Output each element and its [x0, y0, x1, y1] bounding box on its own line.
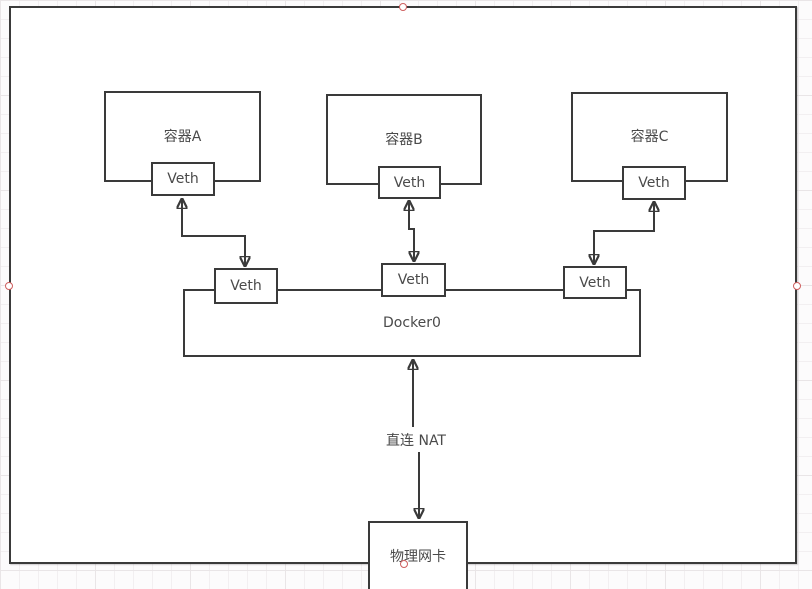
node-veth-c-label: Veth — [638, 175, 670, 191]
edge-nat-label: 直连 NAT — [384, 430, 448, 450]
node-bridge-veth-left[interactable]: Veth — [214, 268, 278, 304]
edge-veth-a-to-bridge[interactable] — [182, 199, 245, 266]
node-bridge-veth-right[interactable]: Veth — [563, 266, 627, 299]
node-veth-b-label: Veth — [393, 174, 426, 191]
selection-handle-right[interactable] — [793, 282, 801, 290]
edge-veth-c-to-bridge[interactable] — [594, 202, 654, 264]
node-container-a-label: 容器A — [163, 128, 202, 145]
node-container-c-label: 容器C — [630, 129, 669, 145]
edge-veth-b-to-bridge[interactable] — [409, 201, 414, 261]
node-veth-b[interactable]: Veth — [378, 166, 441, 199]
node-bridge-veth-center-label: Veth — [397, 272, 430, 288]
node-veth-c[interactable]: Veth — [622, 166, 686, 200]
node-bridge-veth-right-label: Veth — [579, 274, 611, 291]
node-physical-nic[interactable]: 物理网卡 — [368, 521, 468, 589]
selection-handle-bottom[interactable] — [400, 560, 408, 568]
node-container-b-label: 容器B — [385, 131, 423, 148]
selection-handle-top[interactable] — [399, 3, 407, 11]
selection-handle-left[interactable] — [5, 282, 13, 290]
node-bridge-veth-left-label: Veth — [230, 278, 262, 294]
node-docker0-label: Docker0 — [383, 315, 441, 331]
node-veth-a-label: Veth — [167, 171, 199, 187]
node-bridge-veth-center[interactable]: Veth — [381, 263, 446, 297]
node-veth-a[interactable]: Veth — [151, 162, 215, 196]
